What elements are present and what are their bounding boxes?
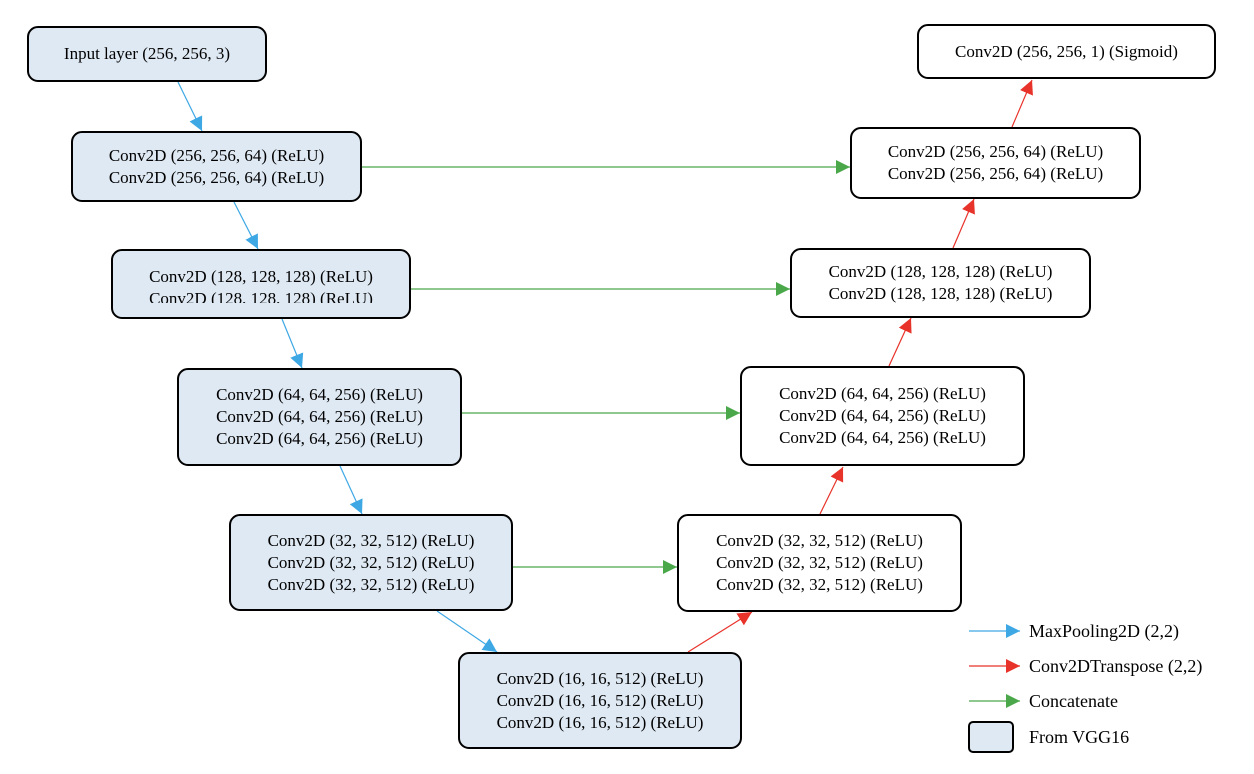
output-layer-node: Conv2D (256, 256, 1) (Sigmoid) [917,24,1216,79]
node-text-line: Conv2D (64, 64, 256) (ReLU) [779,406,986,425]
maxpool-arrow-enc1-enc2 [233,201,259,250]
node-text-line: Conv2D (64, 64, 256) (ReLU) [216,429,423,448]
encoder-block-4: Conv2D (32, 32, 512) (ReLU) Conv2D (32, … [229,514,513,611]
input-layer-node: Input layer (256, 256, 3) [27,26,267,82]
node-text-line: Conv2D (16, 16, 512) (ReLU) [496,668,704,688]
node-text-line: Conv2D (128, 128, 128) (ReLU) [828,262,1053,281]
node-text-line: Conv2D (256, 256, 64) (ReLU) [887,142,1104,161]
legend-maxpool-label: MaxPooling2D (2,2) [1029,621,1179,641]
node-text-line: Conv2D (16, 16, 512) (ReLU) [496,712,704,732]
transpose-arrow-bottleneck-dec4 [687,611,753,653]
node-text-line: Conv2D (32, 32, 512) (ReLU) [267,574,475,594]
node-text-line: Conv2D (128, 128, 128) (ReLU) [149,288,373,303]
decoder-block-2: Conv2D (128, 128, 128) (ReLU) Conv2D (12… [790,248,1091,318]
node-text-line: Conv2D (64, 64, 256) (ReLU) [216,407,423,426]
node-text-line: Conv2D (32, 32, 512) (ReLU) [716,531,923,550]
node-text-line: Conv2D (32, 32, 512) (ReLU) [267,552,475,572]
node-text-line: Conv2D (256, 256, 64) (ReLU) [108,145,325,165]
encoder-block-2: Conv2D (128, 128, 128) (ReLU) Conv2D (12… [111,249,411,319]
node-text-line: Conv2D (256, 256, 1) (Sigmoid) [955,41,1178,61]
node-text-line: Conv2D (128, 128, 128) (ReLU) [149,266,373,286]
decoder-block-1: Conv2D (256, 256, 64) (ReLU) Conv2D (256… [850,127,1141,199]
legend-concatenate-label: Concatenate [1029,691,1118,711]
maxpool-arrow-enc2-enc3 [281,318,304,369]
node-text-line: Conv2D (64, 64, 256) (ReLU) [216,385,423,404]
maxpool-arrow-enc4-bottleneck [436,610,498,653]
node-text-line: Conv2D (256, 256, 64) (ReLU) [108,167,325,187]
decoder-block-4: Conv2D (32, 32, 512) (ReLU) Conv2D (32, … [677,514,962,612]
node-text-line: Conv2D (32, 32, 512) (ReLU) [716,575,923,594]
node-text-line: Conv2D (256, 256, 64) (ReLU) [887,164,1104,183]
bottleneck-block: Conv2D (16, 16, 512) (ReLU) Conv2D (16, … [458,652,742,749]
transpose-arrow-dec1-output [1011,79,1033,128]
legend-vgg-swatch [968,721,1014,753]
encoder-block-3: Conv2D (64, 64, 256) (ReLU) Conv2D (64, … [177,368,462,466]
node-text-line: Conv2D (16, 16, 512) (ReLU) [496,690,704,710]
encoder-block-1: Conv2D (256, 256, 64) (ReLU) Conv2D (256… [71,131,362,202]
node-text-line: Conv2D (64, 64, 256) (ReLU) [779,428,986,447]
decoder-block-3: Conv2D (64, 64, 256) (ReLU) Conv2D (64, … [740,366,1025,466]
node-text-line: Conv2D (64, 64, 256) (ReLU) [779,384,986,403]
maxpool-arrow-input-enc1 [177,81,203,132]
legend-transpose-label: Conv2DTranspose (2,2) [1029,656,1203,676]
node-text-line: Conv2D (32, 32, 512) (ReLU) [267,530,475,550]
node-text-line: Conv2D (32, 32, 512) (ReLU) [716,553,923,572]
legend-vgg-label: From VGG16 [1029,727,1130,747]
maxpool-arrow-enc3-enc4 [339,465,363,515]
node-text-line: Input layer (256, 256, 3) [63,44,231,63]
transpose-arrow-dec2-dec1 [952,198,975,249]
node-text-line: Conv2D (128, 128, 128) (ReLU) [828,284,1053,303]
transpose-arrow-dec4-dec3 [819,466,844,515]
transpose-arrow-dec3-dec2 [888,317,912,367]
